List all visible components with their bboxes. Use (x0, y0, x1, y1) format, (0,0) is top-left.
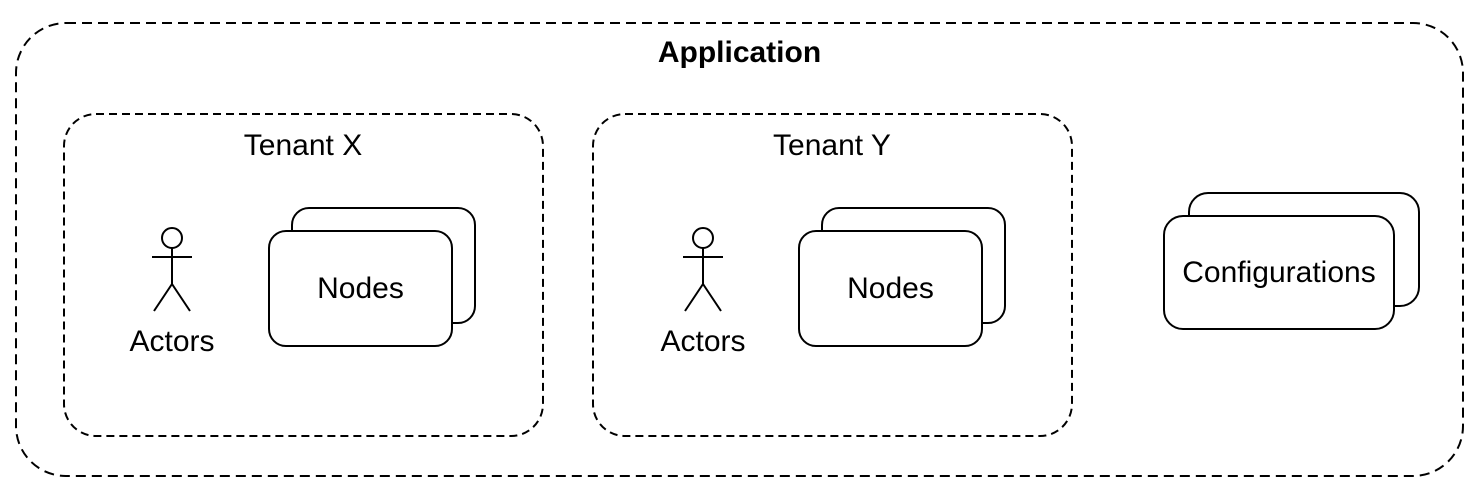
tenant-x-nodes-stack: Nodes (268, 207, 476, 347)
tenant-y-boundary (592, 113, 1073, 437)
tenant-y-actors-label: Actors (660, 325, 746, 358)
actor-icon (152, 227, 192, 312)
tenant-y-actors: Actors (648, 226, 758, 359)
application-boundary (15, 22, 1464, 477)
configurations-card: Configurations (1163, 215, 1395, 330)
tenant-y-title: Tenant Y (773, 129, 891, 162)
tenant-x-actors-label: Actors (129, 325, 215, 358)
tenant-x-boundary (63, 113, 544, 437)
tenant-y-nodes-stack: Nodes (798, 207, 1006, 347)
tenant-x-nodes-card: Nodes (268, 230, 453, 347)
actor-icon (683, 227, 723, 312)
configurations-stack: Configurations (1163, 192, 1420, 330)
tenant-x-title: Tenant X (243, 129, 363, 162)
application-title: Application (657, 36, 822, 69)
tenant-x-actors: Actors (117, 226, 227, 359)
tenant-y-nodes-card: Nodes (798, 230, 983, 347)
